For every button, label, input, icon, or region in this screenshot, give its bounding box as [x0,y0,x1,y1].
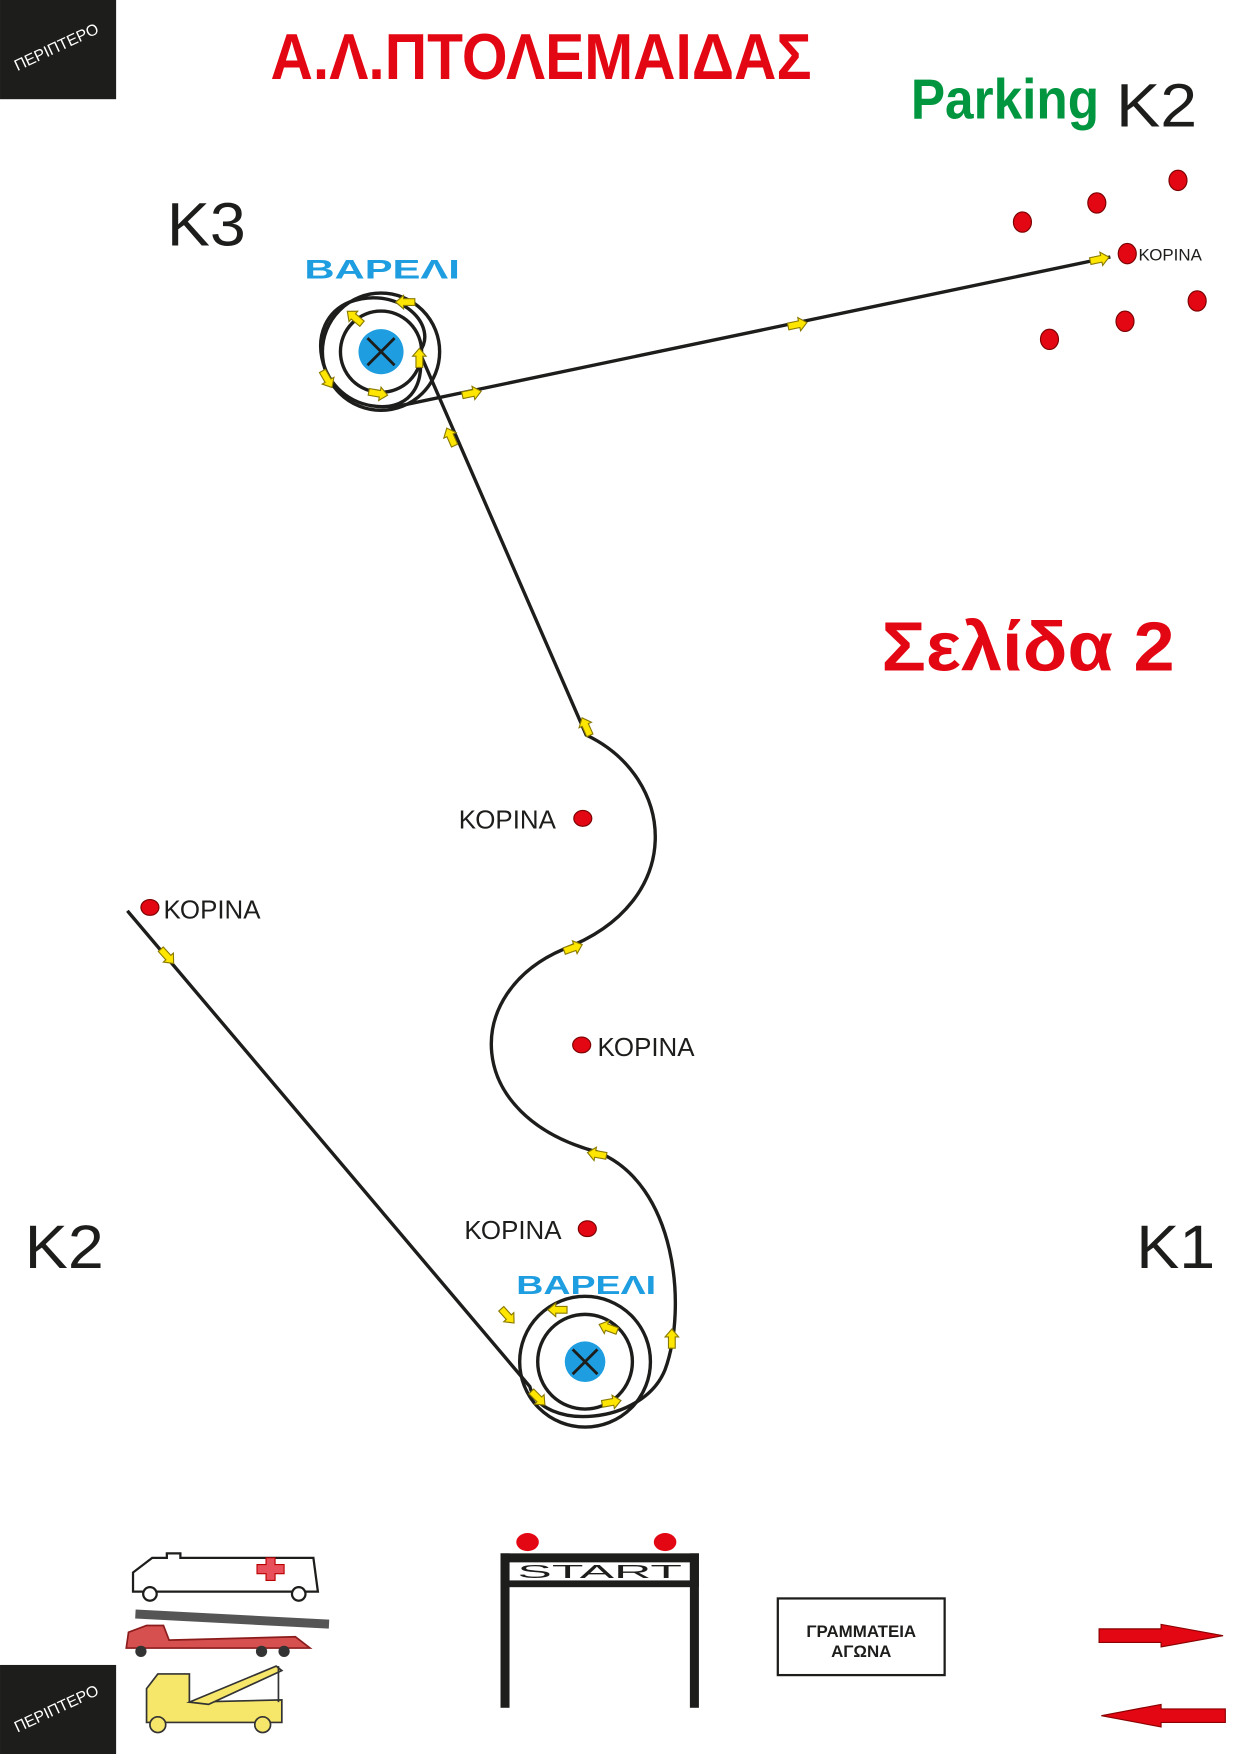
cone-marker [577,1220,597,1238]
direction-arrow-icon [546,1301,568,1318]
secretariat-line1: ΓΡΑΜΜΑΤΕΙΑ [806,1622,916,1641]
direction-arrows [157,251,1110,1410]
course-route [126,255,1111,1419]
direction-arrow-icon [1088,251,1110,267]
barrel-x-icon [366,337,396,367]
barrel-label-upper: ΒΑΡΕΛΙ [304,254,460,284]
cone-label: ΚΟΡΙΝΑ [459,807,557,835]
start-label: START [517,1562,682,1582]
direction-arrow-icon [157,946,175,965]
zone-k3: K3 [167,191,246,259]
direction-arrow-icon [586,1146,608,1162]
kiosk-bottom: ΠΕΡΙΠΤΕΡΟ [0,1664,117,1754]
tow-truck-icon [145,1665,284,1734]
cone-marker [1115,310,1135,332]
arrow-left-icon [1101,1703,1226,1728]
direction-arrow-icon [411,347,428,369]
secretariat-line2: ΑΓΩΝΑ [831,1642,891,1661]
direction-arrow-icon [346,310,365,328]
direction-arrow-icon [367,385,389,402]
cone-marker [1039,328,1060,351]
direction-arrow-icon [318,368,335,389]
cone-label: ΚΟΡΙΝΑ [1139,245,1203,264]
parking-label: Parking [911,67,1099,130]
direction-arrow-icon [786,316,808,333]
cone-marker [573,809,593,827]
direction-arrow-icon [598,1319,620,1335]
page-title: Α.Λ.ΠΤΟΛΕΜΑΙΔΑΣ [271,20,812,93]
cone-marker [1187,290,1207,312]
cone-label: ΚΟΡΙΝΑ [597,1034,695,1062]
parking-cones [1012,169,1207,351]
direction-arrow-icon [442,427,459,448]
zone-k1: K1 [1136,1213,1215,1281]
direction-arrow-icon [600,1394,622,1410]
direction-arrow-icon [528,1388,546,1406]
barrel-x-icon [571,1348,599,1376]
cone-marker [1012,211,1033,233]
race-secretariat: ΓΡΑΜΜΑΤΕΙΑ ΑΓΩΝΑ [776,1597,946,1677]
direction-arrow-icon [497,1305,515,1324]
arrow-right-icon [1098,1623,1224,1648]
cone-marker [1117,242,1137,265]
fire-truck-icon [125,1609,330,1658]
cone-marker [1168,169,1188,192]
cone-marker [1087,192,1107,214]
barrel-label-lower: ΒΑΡΕΛΙ [516,1272,656,1300]
cone-label: ΚΟΡΙΝΑ [163,897,261,925]
zone-k2: K2 [25,1213,104,1281]
barrel-lower [517,1294,653,1429]
direction-arrow-icon [578,717,594,738]
page-number-label: Σελίδα 2 [882,608,1175,686]
start-gate: START [500,1533,699,1708]
cone-marker [572,1036,592,1054]
direction-arrow-icon [394,294,416,311]
cone-marker [140,898,160,916]
parking-zone: K2 [1116,71,1197,139]
direction-arrow-icon [461,385,482,401]
kiosk-top: ΠΕΡΙΠΤΕΡΟ [0,0,117,100]
direction-arrow-icon [663,1328,680,1349]
ambulance-icon [131,1552,320,1602]
direction-arrow-icon [562,939,584,956]
cone-label: ΚΟΡΙΝΑ [464,1217,562,1245]
course-cones [140,809,597,1238]
